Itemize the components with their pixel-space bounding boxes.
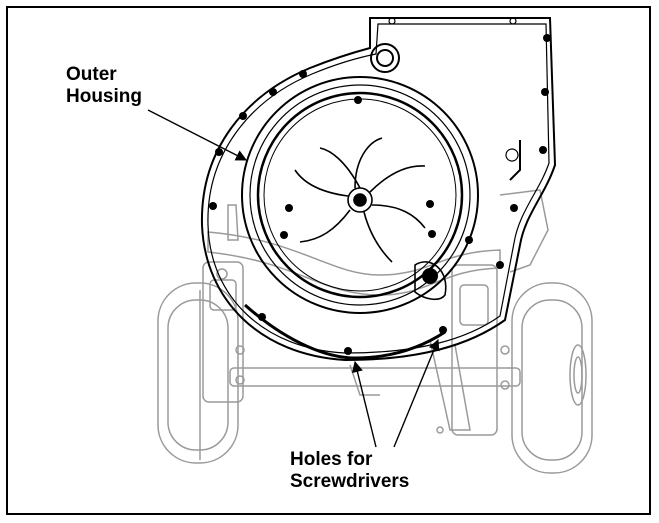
outer-housing-label-line2: Housing [66,86,142,107]
right-wheel [511,282,593,474]
housing-bolts [209,34,551,355]
outer-housing-label-line1: Outer [66,64,117,85]
outer-housing-arrow [147,109,247,161]
chassis-frame [157,189,593,474]
left-wheel [157,282,239,464]
impeller [294,137,426,263]
small-holes [388,17,517,25]
holes-arrow-right [393,338,440,448]
outer-housing-label: Outer Housing [66,64,142,108]
holes-label-line2: Screwdrivers [290,471,410,492]
holes-label-line1: Holes for [290,449,373,470]
holes-label: Holes for Screwdrivers [290,449,409,493]
outer-housing [200,17,557,362]
holes-arrow-left [351,360,377,448]
